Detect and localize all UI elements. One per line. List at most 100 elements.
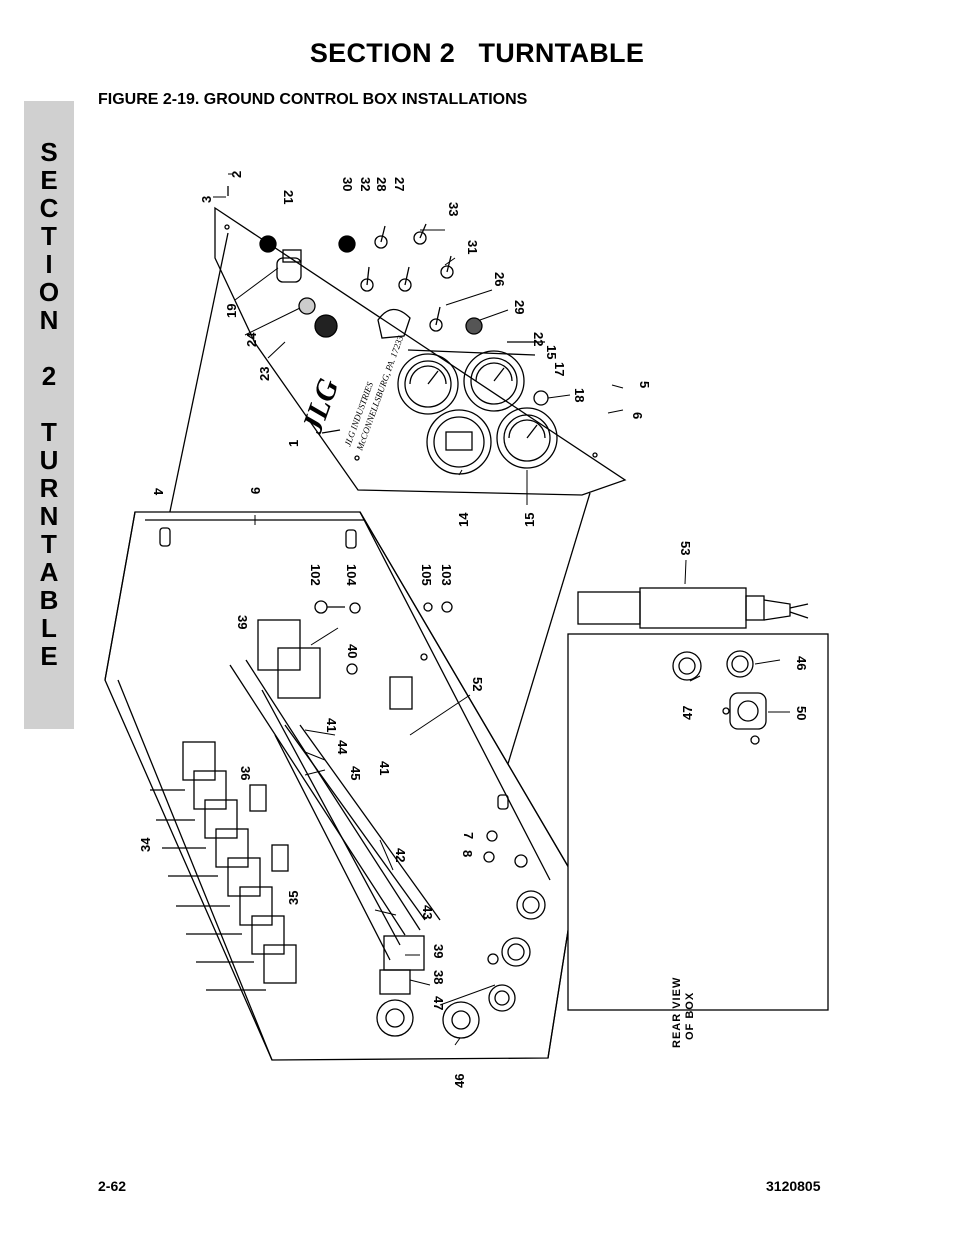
- terminal-end-38: [379, 969, 411, 995]
- rear-view-label-line-1: REAR VIEW: [671, 977, 683, 1048]
- callout-43: 43: [420, 905, 435, 919]
- callout-45: 45: [348, 766, 363, 780]
- callout-21: 21: [281, 190, 296, 204]
- callout-42: 42: [393, 848, 408, 862]
- nut-103: [441, 601, 453, 613]
- light-21: [259, 235, 277, 253]
- component-35: [271, 844, 289, 872]
- page-number: 2-62: [98, 1178, 127, 1194]
- callout-14: 14: [456, 512, 471, 527]
- relay-40a: [257, 619, 301, 671]
- callout-2: 2: [229, 171, 244, 178]
- rear-grommet-47: [672, 651, 702, 681]
- rear-grommet-46: [726, 650, 754, 678]
- side-tab-letter: E: [40, 641, 58, 671]
- callout-8: 8: [460, 850, 475, 857]
- side-tab-letter: 2: [41, 361, 57, 391]
- callout-47-front: 47: [431, 996, 446, 1010]
- callout-38: 38: [431, 970, 446, 984]
- callout-9: 9: [248, 487, 263, 494]
- callout-17: 17: [552, 362, 567, 376]
- side-tab-letter: L: [41, 613, 57, 643]
- rear-view-label-line-2: OF BOX: [684, 992, 696, 1040]
- bolt-102: [314, 600, 345, 614]
- washer-104: [349, 602, 361, 614]
- callout-labels: 2 3 21 30 32 28 27 33 31 26 29 22 15 17 …: [138, 171, 809, 1088]
- callout-22: 22: [531, 332, 546, 346]
- gauge-17: [397, 353, 459, 415]
- callout-4: 4: [151, 488, 166, 496]
- callout-27: 27: [392, 177, 407, 191]
- callout-28: 28: [374, 177, 389, 191]
- section-side-tab: S E C T I O N 2 T U R N T A B L E: [24, 101, 74, 729]
- callout-44: 44: [335, 740, 350, 755]
- connector-50: [722, 692, 767, 745]
- washer-105: [423, 602, 433, 612]
- toggle-switches: [360, 223, 454, 332]
- callout-23: 23: [257, 367, 272, 381]
- callout-18: 18: [572, 388, 587, 402]
- side-tab-letter: I: [45, 249, 53, 279]
- circuit-breakers-34: [182, 741, 297, 984]
- flasher-52: [389, 676, 413, 710]
- component-36: [249, 784, 267, 812]
- side-tab-letter: N: [39, 501, 59, 531]
- gauge-15-upper: [463, 350, 525, 412]
- callout-26: 26: [492, 272, 507, 286]
- strain-reliefs: [376, 890, 546, 1039]
- nut-8: [483, 851, 495, 863]
- document-number: 3120805: [766, 1178, 821, 1194]
- relay-40b: [277, 647, 321, 699]
- cable-plug-53: [577, 587, 809, 629]
- callout-15-upper: 15: [544, 345, 559, 359]
- callout-39-lower: 39: [431, 944, 446, 958]
- callout-32: 32: [358, 177, 373, 191]
- light-29: [465, 317, 483, 335]
- callout-102: 102: [308, 564, 323, 586]
- callout-5: 5: [637, 381, 652, 388]
- callout-29: 29: [512, 300, 527, 314]
- callout-47-rear: 47: [680, 706, 695, 720]
- terminal-strip: [229, 659, 441, 961]
- callout-3: 3: [199, 196, 214, 203]
- callout-41-upper: 41: [324, 718, 339, 732]
- callout-50: 50: [794, 706, 809, 720]
- callout-15-lower: 15: [522, 513, 537, 527]
- figure-title: FIGURE 2-19. GROUND CONTROL BOX INSTALLA…: [98, 91, 528, 108]
- enclosure-box: [104, 511, 577, 1061]
- callout-24: 24: [244, 332, 259, 347]
- side-tab-letter: B: [39, 585, 59, 615]
- callout-46-rear: 46: [794, 656, 809, 670]
- gauge-14: [426, 409, 492, 475]
- callout-40: 40: [345, 644, 360, 658]
- washer-7: [486, 830, 498, 842]
- section-title: SECTION 2 TURNTABLE: [309, 38, 645, 68]
- key-switch-19: [276, 249, 302, 283]
- side-tab-letter: E: [40, 165, 58, 195]
- callout-35: 35: [286, 891, 301, 905]
- side-tab-letter: O: [38, 277, 60, 307]
- fastener-18: [533, 390, 549, 406]
- side-tab-letter: S: [40, 137, 58, 167]
- side-tab-letter: U: [39, 445, 59, 475]
- callout-46-front: 46: [452, 1074, 467, 1088]
- light-30: [338, 235, 356, 253]
- callout-34: 34: [138, 837, 153, 852]
- callout-1: 1: [286, 440, 301, 447]
- callout-30: 30: [340, 177, 355, 191]
- callout-41-lower: 41: [377, 761, 392, 775]
- callout-104: 104: [344, 564, 359, 586]
- gauge-15-lower: [496, 407, 558, 469]
- callout-31: 31: [465, 240, 480, 254]
- callout-7: 7: [461, 832, 476, 839]
- callout-33: 33: [446, 202, 461, 216]
- side-tab-letter: T: [41, 221, 57, 251]
- side-tab-letter: R: [39, 473, 59, 503]
- callout-53: 53: [678, 541, 693, 555]
- callout-6: 6: [630, 412, 645, 419]
- side-tab-letter: T: [41, 417, 57, 447]
- side-tab-letter: N: [39, 305, 59, 335]
- front-panel: [214, 206, 627, 496]
- callout-19: 19: [224, 304, 239, 318]
